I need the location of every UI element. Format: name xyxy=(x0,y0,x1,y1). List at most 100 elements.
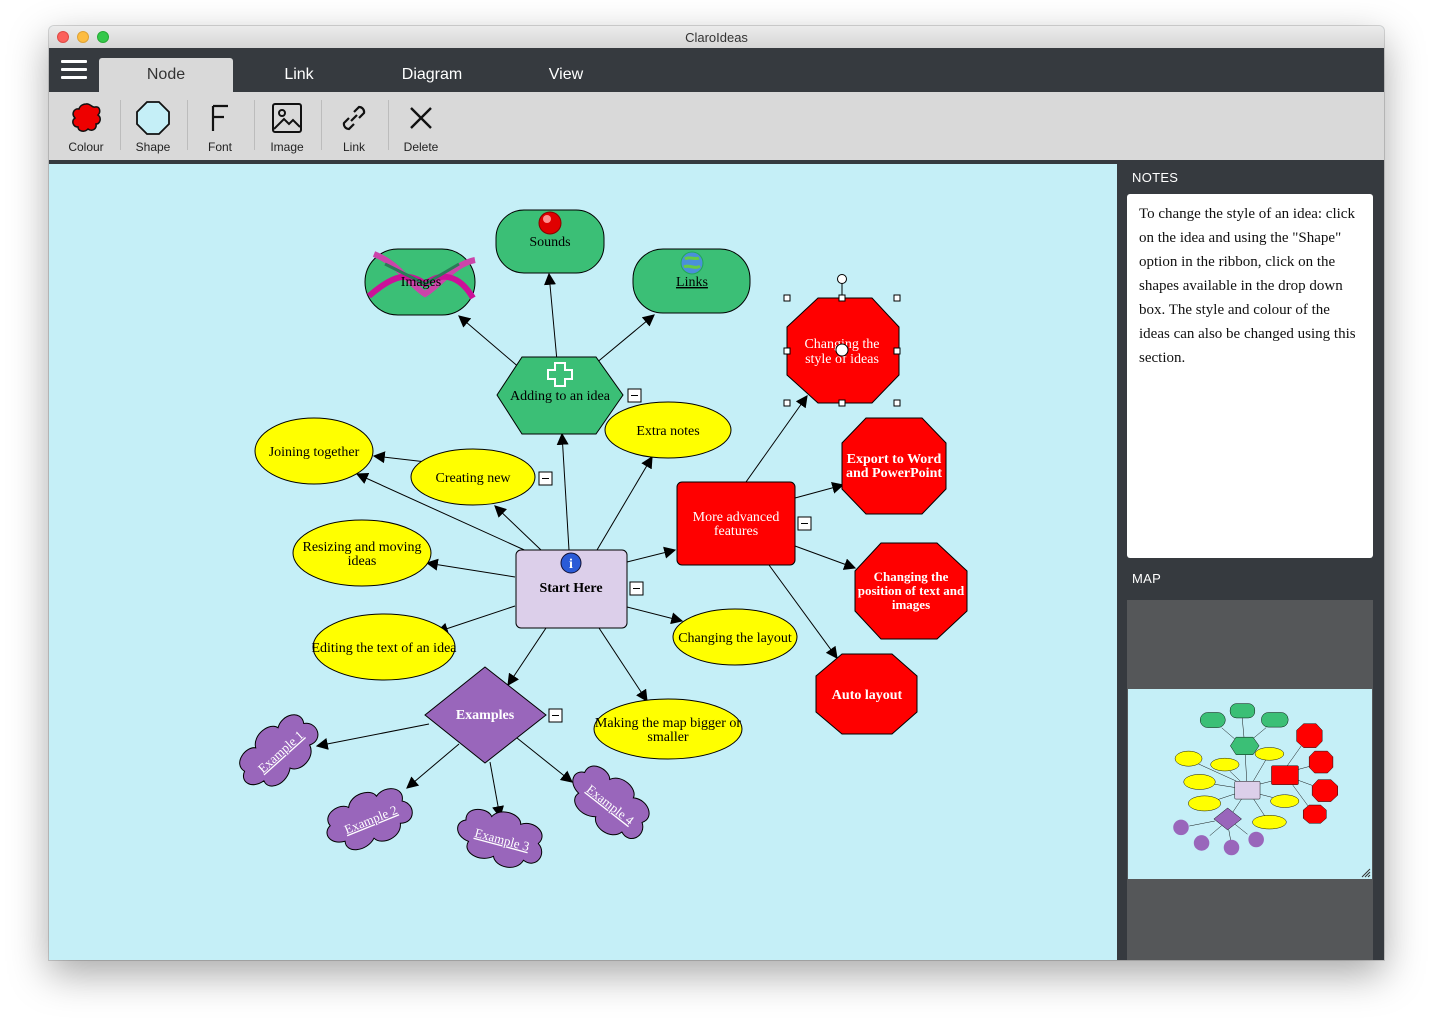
advanced-label-line2: features xyxy=(714,524,758,539)
position-label-line1: Changing the xyxy=(874,569,949,584)
ribbon: Colour Shape Font Image xyxy=(49,92,1384,164)
selection-handles[interactable] xyxy=(783,274,901,407)
examples-label: Examples xyxy=(456,708,515,723)
font-button[interactable]: Font xyxy=(188,96,252,158)
delete-button[interactable]: Delete xyxy=(389,96,453,158)
resizing-label-line1: Resizing and moving xyxy=(303,540,422,555)
image-icon xyxy=(272,103,302,133)
map-viewport[interactable] xyxy=(1128,689,1372,879)
joining-label: Joining together xyxy=(269,445,360,460)
sounds-label: Sounds xyxy=(529,235,570,250)
plus-icon xyxy=(547,362,573,387)
start-here-label: Start Here xyxy=(539,581,602,596)
editing-node[interactable]: Editing the text of an idea xyxy=(311,613,457,681)
map-thumbnail xyxy=(1173,703,1338,856)
chain-link-icon xyxy=(342,105,366,131)
link-label: Link xyxy=(342,140,365,154)
shape-button[interactable]: Shape xyxy=(121,96,185,158)
images-label: Images xyxy=(401,275,441,290)
shape-label: Shape xyxy=(135,140,171,154)
changing-layout-node[interactable]: Changing the layout xyxy=(672,608,798,666)
collapse-advanced-button[interactable] xyxy=(797,516,812,531)
menu-icon[interactable] xyxy=(61,60,87,80)
adding-node[interactable]: Adding to an idea xyxy=(496,356,624,435)
examples-node[interactable]: Examples xyxy=(424,666,547,764)
advanced-label-line1: More advanced xyxy=(693,510,780,525)
app-window: ClaroIdeas Node Link Diagram View Colour… xyxy=(49,26,1384,960)
position-node[interactable]: Changing the position of text and images xyxy=(854,542,968,640)
links xyxy=(315,272,857,819)
start-here-node[interactable]: i Start Here xyxy=(515,549,628,629)
resize-grip-icon[interactable] xyxy=(1361,868,1371,878)
close-window-button[interactable] xyxy=(57,31,69,43)
font-label: Font xyxy=(207,140,232,154)
info-icon xyxy=(560,552,582,574)
colour-label: Colour xyxy=(68,140,104,154)
example-3-node[interactable]: Example 3 xyxy=(451,801,550,875)
bigger-label-line2: smaller xyxy=(647,730,689,745)
red-ball-icon xyxy=(538,211,562,235)
map-heading: MAP xyxy=(1132,571,1162,586)
link-button[interactable]: Link xyxy=(322,96,386,158)
bigger-node[interactable]: Making the map bigger or smaller xyxy=(593,698,743,760)
delete-label: Delete xyxy=(403,140,439,154)
links-node[interactable]: Links xyxy=(632,248,751,314)
maximize-window-button[interactable] xyxy=(97,31,109,43)
export-label-line2: and PowerPoint xyxy=(846,466,942,481)
collapse-start-button[interactable] xyxy=(629,581,644,596)
extra-notes-label: Extra notes xyxy=(636,424,699,439)
example-2-node[interactable]: Example 2 xyxy=(318,778,420,860)
colour-button[interactable]: Colour xyxy=(54,96,118,158)
collapse-creating-button[interactable] xyxy=(538,471,553,486)
window-title: ClaroIdeas xyxy=(685,30,748,45)
image-label: Image xyxy=(270,140,304,154)
image-button[interactable]: Image xyxy=(255,96,319,158)
auto-layout-label: Auto layout xyxy=(832,688,903,703)
tab-bar: Node Link Diagram View xyxy=(49,48,1384,92)
bigger-label-line1: Making the map bigger or xyxy=(595,716,742,731)
title-bar: ClaroIdeas xyxy=(49,26,1384,49)
advanced-node[interactable]: More advanced features xyxy=(676,481,796,566)
tab-diagram[interactable]: Diagram xyxy=(401,66,463,83)
export-node[interactable]: Export to Word and PowerPoint xyxy=(841,417,947,515)
mind-map: Images Sounds Links Adding to an idea xyxy=(228,209,968,875)
changing-layout-label: Changing the layout xyxy=(678,631,792,646)
minimize-window-button[interactable] xyxy=(77,31,89,43)
octagon-shape-icon xyxy=(136,101,170,135)
creating-new-node[interactable]: Creating new xyxy=(410,448,536,506)
links-label: Links xyxy=(676,275,708,290)
map-overview[interactable] xyxy=(1127,600,1373,960)
resizing-node[interactable]: Resizing and moving ideas xyxy=(292,519,432,587)
position-label-line2: position of text and xyxy=(858,583,965,598)
font-icon xyxy=(211,104,228,131)
tab-link[interactable]: Link xyxy=(284,66,314,83)
rotate-handle[interactable] xyxy=(837,274,847,284)
resizing-label-line2: ideas xyxy=(348,554,377,569)
export-label-line1: Export to Word xyxy=(847,452,942,467)
adding-label: Adding to an idea xyxy=(510,389,611,404)
close-x-icon xyxy=(410,107,432,129)
sounds-node[interactable]: Sounds xyxy=(495,209,605,274)
example-1-node[interactable]: Example 1 xyxy=(228,703,329,801)
editing-label: Editing the text of an idea xyxy=(311,641,457,656)
notes-heading: NOTES xyxy=(1132,170,1179,185)
svg-text:i: i xyxy=(569,557,573,572)
side-panel: NOTES To change the style of an idea: cl… xyxy=(1117,164,1384,960)
tab-node[interactable]: Node xyxy=(99,58,233,92)
collapse-adding-button[interactable] xyxy=(627,388,642,403)
move-handle[interactable] xyxy=(835,343,849,357)
globe-icon xyxy=(680,251,704,275)
paint-splash-icon xyxy=(72,103,101,132)
collapse-examples-button[interactable] xyxy=(548,708,563,723)
diagram-canvas[interactable]: Images Sounds Links Adding to an idea xyxy=(49,164,1117,960)
style-label-line2: style of ideas xyxy=(805,352,879,367)
notes-textarea[interactable]: To change the style of an idea: click on… xyxy=(1127,194,1373,558)
position-label-line3: images xyxy=(892,597,930,612)
images-node[interactable]: Images xyxy=(364,248,476,316)
extra-notes-node[interactable]: Extra notes xyxy=(604,401,732,459)
example-4-node[interactable]: Example 4 xyxy=(558,754,660,850)
tab-view[interactable]: View xyxy=(548,66,584,83)
auto-layout-node[interactable]: Auto layout xyxy=(815,653,918,735)
joining-node[interactable]: Joining together xyxy=(254,417,374,485)
creating-new-label: Creating new xyxy=(435,471,511,486)
